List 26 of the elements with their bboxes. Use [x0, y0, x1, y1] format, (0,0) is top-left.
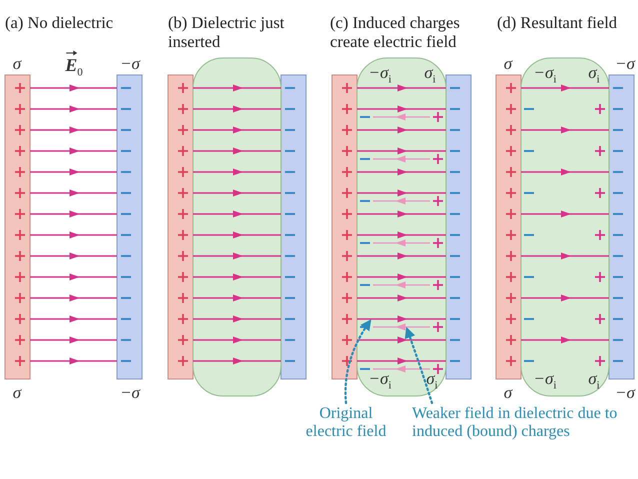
direction-arrow: [357, 316, 446, 322]
callout-text: Weaker field in dielectric due to induced (bound) charges: [412, 405, 634, 441]
panel-title: (c) Induced charges create electric field: [330, 13, 461, 51]
callout-text: Original electric field: [296, 405, 396, 441]
charge-density-label: −σ: [615, 384, 635, 402]
charge-density-label: σ$_{i}$: [426, 370, 438, 394]
panel-title: (a) No dielectric: [5, 13, 114, 32]
charge-density-label: −σ$_{i}$: [534, 370, 556, 394]
charge-density-label: σ$_{i}$: [424, 64, 436, 88]
charge-density-label: σ$_{i}$: [588, 64, 600, 88]
charge-density-label: −σ: [120, 384, 140, 402]
charge-density-label: −σ$_{i}$: [368, 64, 392, 88]
charge-density-label: −σ: [120, 55, 140, 73]
charge-density-label: −σ$_{i}$: [534, 64, 556, 88]
charge-density-label: σ: [504, 384, 512, 402]
charge-density-label: σ$_{i}$: [588, 370, 600, 394]
field-symbol: E$_{0}$: [65, 56, 83, 81]
panel-title: (b) Dielectric just inserted: [168, 13, 286, 51]
charge-density-label: −σ$_{i}$: [368, 370, 392, 394]
direction-arrow: [373, 324, 430, 330]
leader-line: [344, 319, 372, 404]
charge-density-label: σ: [12, 55, 22, 73]
charge-density-label: σ: [12, 384, 22, 402]
charge-density-label: σ: [504, 55, 512, 73]
charge-density-label: −σ: [615, 55, 635, 73]
panel-title: (d) Resultant field: [497, 13, 618, 32]
